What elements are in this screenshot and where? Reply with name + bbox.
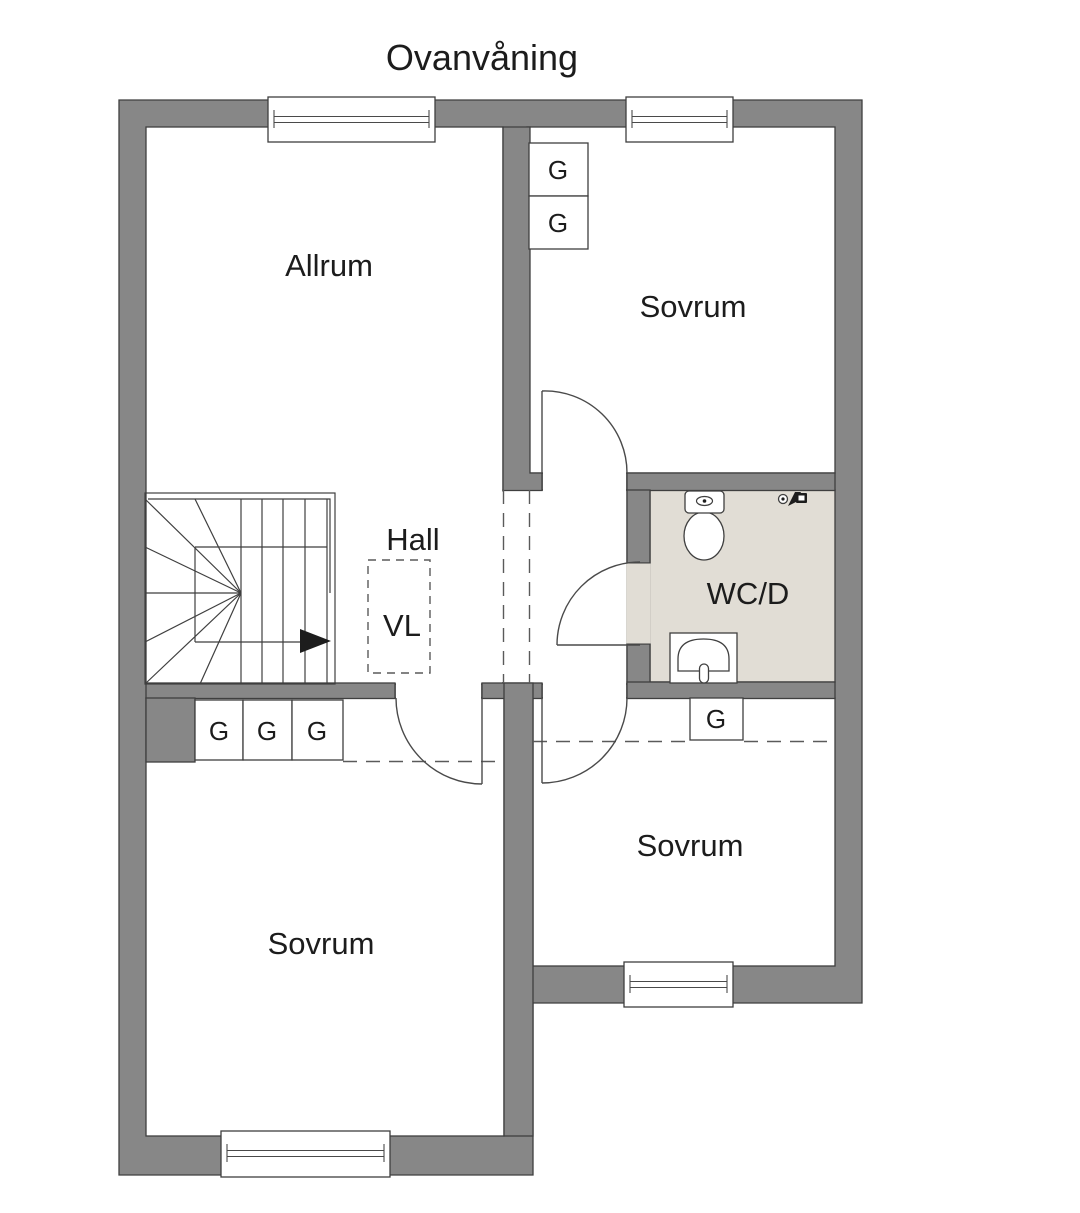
vl-dashed-box [367,559,431,674]
room-label-sovrum-bottom-left: Sovrum [268,926,375,961]
room-labels: Allrum Sovrum Hall VL WC/D Sovrum Sovrum [268,248,790,961]
vl-label: VL [383,608,421,643]
door-sovrum-top-right [541,390,628,474]
room-floors [145,126,836,1137]
wardrobe-label: G [548,208,568,238]
opening-sovrum-bottom-left [396,682,481,699]
hall-corridor-dashed-opening [502,490,531,683]
wall-sovrum-wc-north [626,472,836,492]
stairs [144,492,336,685]
floor-sovrum-bottom-left [145,697,505,1137]
room-label-sovrum-top-right: Sovrum [640,289,747,324]
opening-sovrum-top [543,472,626,492]
opening-hall-corridor [497,491,534,682]
window-sovrum-top-right [625,96,734,143]
wardrobes [194,142,744,761]
wardrobe-box [689,697,744,741]
window-allrum [267,96,436,143]
opening-wc [626,563,651,644]
opening-sovrum-bottom-right [543,681,626,699]
wall-hall-south-west [145,682,396,700]
wall-central-bottom [503,682,534,1137]
water-valve-icon [777,492,807,506]
wardrobe-box [528,142,589,197]
door-wc [556,561,641,646]
wardrobe-label: G [706,704,726,734]
wardrobe-label: G [209,716,229,746]
window-sovrum-bottom-right [623,961,734,1008]
door-sovrum-bottom-right [541,697,628,784]
room-label-allrum: Allrum [285,248,373,283]
stairs-winder-treads [144,498,242,685]
floor-sovrum-bottom-right [532,697,836,967]
room-label-hall: Hall [386,522,439,557]
wall-fill-left-of-closets [145,697,196,763]
wall-wc-west-upper [626,489,651,564]
sink-icon [669,632,738,684]
wall-wc-west-lower [626,643,651,684]
wall-wc-south [626,681,836,700]
wardrobe-box [528,195,589,250]
wc-fixtures [669,490,807,684]
window-sovrum-bottom-left [220,1130,391,1178]
wardrobe-box [194,699,244,761]
room-label-wc: WC/D [707,576,790,611]
doors [395,390,641,785]
wardrobe-label: G [307,716,327,746]
interior-walls [145,126,836,1137]
wardrobe-box [291,699,344,761]
toilet-icon [683,490,725,561]
windows [220,96,734,1178]
floor-allrum-hall [145,126,504,685]
wardrobe-label: G [548,155,568,185]
wardrobe-labels: G G G G G G [209,155,726,746]
stairs-direction-arrow [300,629,331,653]
room-label-sovrum-bottom-right: Sovrum [637,828,744,863]
wardrobe-box [242,699,293,761]
door-sovrum-bottom-left [395,697,483,785]
wardrobe-label: G [257,716,277,746]
floor-title: Ovanvåning [386,37,578,78]
